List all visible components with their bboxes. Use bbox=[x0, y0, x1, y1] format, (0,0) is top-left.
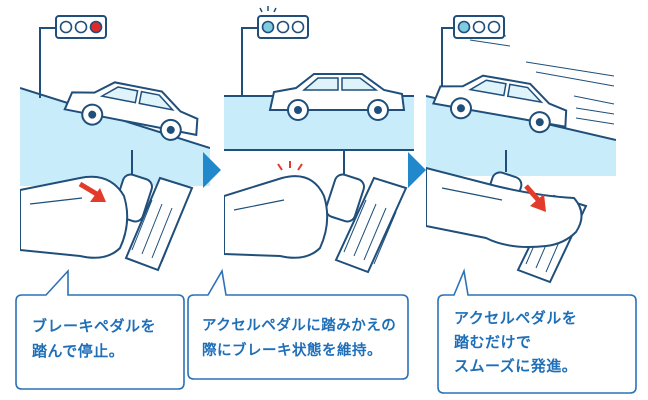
caption-bubble-3: アクセルペダルを 踏むだけで スムーズに発進。 bbox=[430, 265, 642, 397]
car-icon bbox=[432, 74, 568, 134]
car-icon bbox=[268, 73, 406, 121]
foot-icon bbox=[20, 175, 129, 259]
traffic-light-icon bbox=[441, 15, 505, 96]
foot-icon bbox=[224, 175, 329, 259]
step-arrow-icon bbox=[203, 152, 221, 188]
press-arrow-icon bbox=[524, 184, 546, 212]
traffic-light-icon bbox=[39, 15, 107, 98]
traffic-light-icon bbox=[241, 6, 309, 96]
brake-pedal-icon bbox=[325, 150, 365, 223]
caption-step-1: ブレーキペダルを 踏んで停止。 bbox=[32, 317, 157, 360]
press-arrow-icon bbox=[78, 181, 106, 202]
caption-step-2: アクセルペダルに踏みかえの 際にブレーキ状態を維持。 bbox=[202, 318, 397, 359]
hold-mark-icon bbox=[277, 161, 303, 171]
accelerator-pedal-icon bbox=[124, 176, 194, 272]
car-icon bbox=[63, 81, 199, 141]
step-1-illustration bbox=[20, 0, 210, 290]
caption-step-3: アクセルペダルを 踏むだけで スムーズに発進。 bbox=[454, 309, 578, 375]
step-arrow-icon bbox=[408, 152, 426, 188]
caption-bubble-2: アクセルペダルに踏みかえの 際にブレーキ状態を維持。 bbox=[180, 265, 416, 395]
step-3-illustration bbox=[426, 0, 616, 290]
caption-bubble-1: ブレーキペダルを 踏んで停止。 bbox=[8, 265, 190, 395]
accelerator-pedal-icon bbox=[334, 176, 408, 274]
step-2-illustration bbox=[224, 0, 414, 290]
